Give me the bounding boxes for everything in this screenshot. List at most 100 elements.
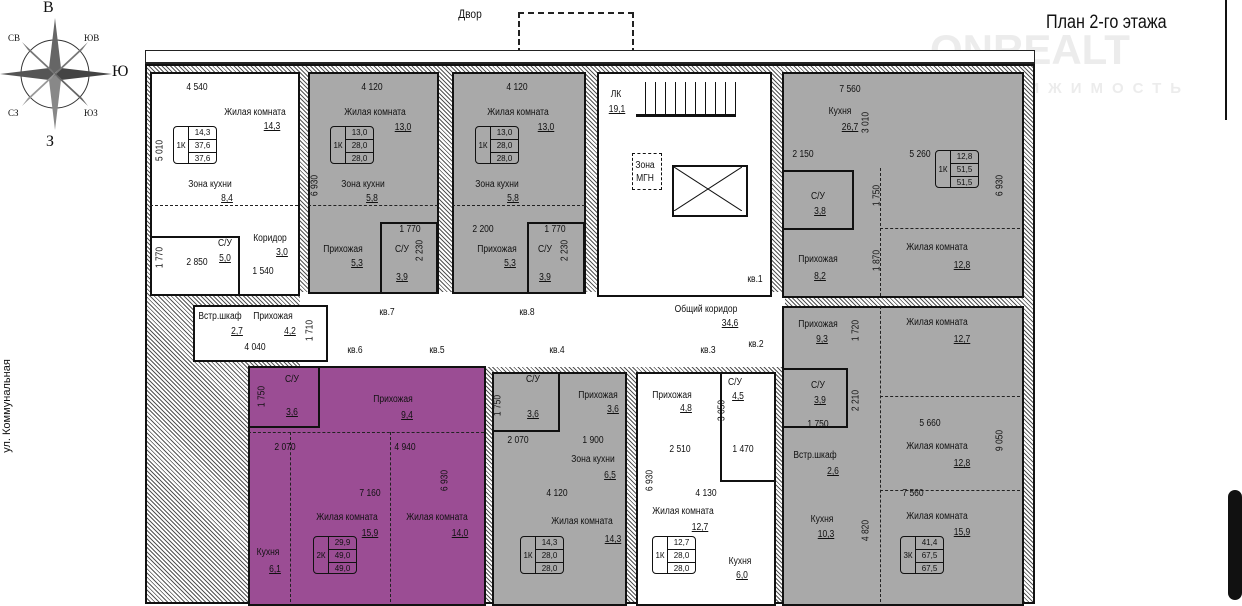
room-name: Встр.шкаф	[793, 450, 837, 461]
living-area: 12,7	[668, 537, 695, 550]
living-area: 12,8	[951, 151, 978, 164]
room-area: 3,6	[286, 407, 298, 418]
bathroom	[150, 236, 240, 296]
apartment-label: кв.6	[347, 345, 363, 356]
room-name: Жилая комната	[906, 242, 968, 253]
dimension: 4 040	[244, 342, 266, 353]
compass-rose: В Ю З СВ ЮВ СЗ ЮЗ	[0, 0, 140, 150]
dimension: 1 750	[807, 419, 829, 430]
room-name: Общий коридор	[674, 304, 738, 315]
room-area: 5,0	[219, 253, 231, 264]
room-area: 3,6	[607, 404, 619, 415]
room-area: 5,3	[351, 258, 363, 269]
dimension: 4 820	[860, 519, 872, 542]
dimension: 2 230	[559, 239, 571, 262]
apartment-label: кв.1	[747, 274, 763, 285]
dimension: 2 850	[186, 257, 208, 268]
dimension: 7 560	[839, 84, 861, 95]
room-name: Кухня	[728, 556, 752, 567]
apartment-type: 1К	[476, 127, 491, 163]
apartment-label: кв.4	[549, 345, 565, 356]
room-area: 12,7	[953, 334, 971, 345]
total-area-with-balcony: 49,0	[334, 564, 351, 573]
zone-divider	[308, 205, 438, 206]
dimension: 4 940	[394, 442, 416, 453]
dimension: 6 930	[994, 174, 1006, 197]
dimension: 6 930	[644, 469, 656, 492]
stairs-icon	[636, 82, 736, 117]
total-area: 28,0	[491, 140, 518, 153]
room-name: Прихожая	[477, 244, 517, 255]
mgn-label: МГН	[636, 173, 654, 184]
room-area: 3,8	[814, 206, 826, 217]
room-area: 14,3	[604, 534, 622, 545]
room-name: Жилая комната	[224, 107, 286, 118]
apartment-label: кв.3	[700, 345, 716, 356]
room-name: Жилая комната	[344, 107, 406, 118]
bathroom	[782, 368, 848, 428]
room-name: Прихожая	[798, 254, 838, 265]
room-area: 10,3	[817, 529, 835, 540]
facade-windows	[145, 50, 1035, 64]
room-name: Кухня	[256, 547, 280, 558]
compass-sw: СЗ	[8, 108, 19, 118]
living-area: 14,3	[189, 127, 216, 140]
zone-divider	[290, 432, 291, 602]
apartment-3k[interactable]	[782, 306, 1024, 606]
apartment-1k-top-left-hall[interactable]	[193, 305, 328, 362]
dimension: 4 120	[361, 82, 383, 93]
living-area: 29,9	[329, 537, 356, 550]
dimension: 2 070	[507, 435, 529, 446]
dimension: 1 870	[871, 249, 883, 272]
total-area-with-balcony: 28,0	[673, 564, 690, 573]
dimension: 7 160	[359, 488, 381, 499]
room-area: 6,0	[736, 570, 748, 581]
room-area: 12,8	[953, 260, 971, 271]
dimension: 5 260	[909, 149, 931, 160]
compass-n: В	[43, 0, 54, 16]
room-area: 14,3	[263, 121, 281, 132]
room-area: 8,4	[221, 193, 233, 204]
room-area: 3,0	[276, 247, 288, 258]
room-area: 26,7	[841, 122, 859, 133]
dimension: 2 200	[472, 224, 494, 235]
bathroom	[527, 222, 585, 294]
common-corridor	[300, 292, 785, 367]
room-area: 12,7	[691, 522, 709, 533]
room-name: Зона кухни	[341, 179, 385, 190]
dimension: 1 720	[850, 319, 862, 342]
room-name: Прихожая	[373, 394, 413, 405]
room-name: Зона кухни	[475, 179, 519, 190]
room-name: Жилая комната	[406, 512, 468, 523]
zone-divider	[150, 205, 298, 206]
room-name: С/У	[811, 380, 825, 391]
compass-ne: ЮВ	[84, 33, 100, 43]
scrollbar[interactable]	[1228, 490, 1242, 600]
dimension: 2 070	[274, 442, 296, 453]
room-area: 12,8	[953, 458, 971, 469]
room-area: 15,9	[953, 527, 971, 538]
room-area: 14,0	[451, 528, 469, 539]
room-name: Прихожая	[578, 390, 618, 401]
room-area: 3,6	[527, 409, 539, 420]
dimension: 2 210	[850, 389, 862, 412]
dimension: 2 230	[414, 239, 426, 262]
room-name: Жилая комната	[487, 107, 549, 118]
mgn-label: Зона	[635, 160, 655, 171]
apartment-type: 1К	[331, 127, 346, 163]
room-area: 4,2	[284, 326, 296, 337]
dimension: 4 120	[546, 488, 568, 499]
dimension: 1 470	[732, 444, 754, 455]
dimension: 9 050	[994, 429, 1006, 452]
room-name: Кухня	[810, 514, 834, 525]
total-area-with-balcony: 67,5	[921, 564, 938, 573]
compass-e: Ю	[112, 63, 129, 80]
zone-divider	[880, 306, 881, 602]
elevator-icon	[672, 165, 748, 217]
room-area: 8,2	[814, 271, 826, 282]
